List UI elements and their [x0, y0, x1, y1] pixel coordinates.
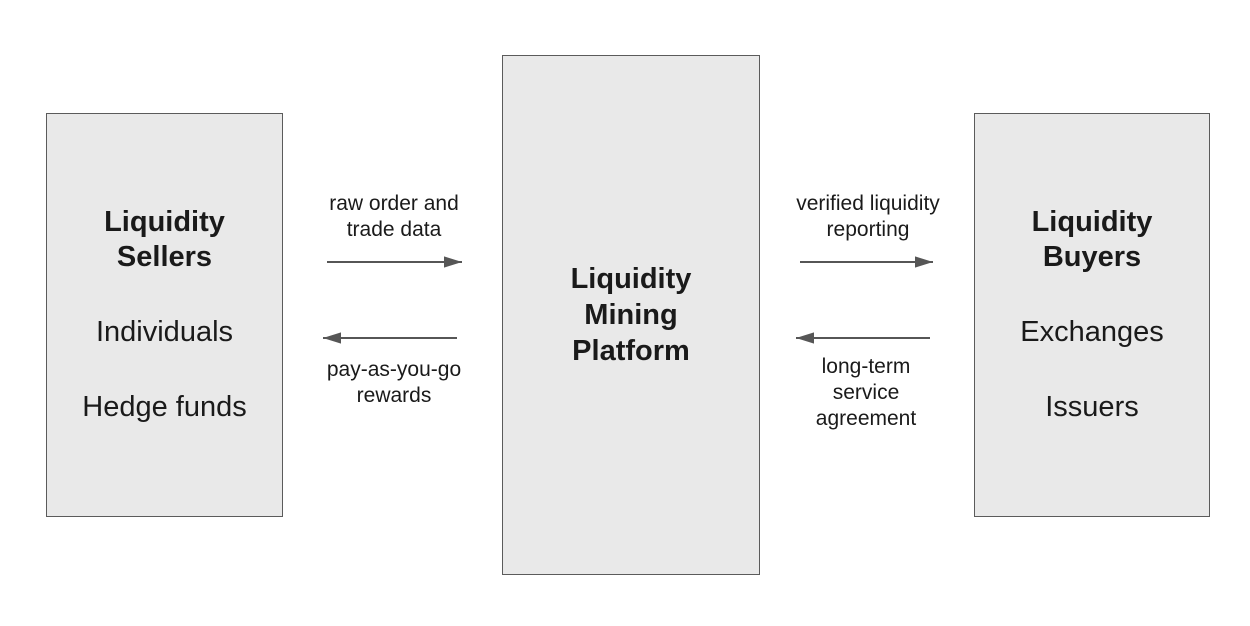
- buyers-item-issuers: Issuers: [1045, 391, 1139, 423]
- flow-label-verified-liquidity-reporting: verified liquidity reporting: [796, 192, 940, 241]
- buyers-item-exchanges: Exchanges: [1020, 316, 1164, 348]
- flow-label-long-term-service-agreement: long-term service agreement: [815, 355, 917, 430]
- liquidity-sellers-box: Liquidity Sellers Individuals Hedge fund…: [46, 113, 283, 517]
- sellers-item-individuals: Individuals: [95, 316, 234, 348]
- liquidity-buyers-box: Liquidity Buyers Exchanges Issuers: [974, 113, 1210, 517]
- platform-box-title: Liquidity Mining Platform: [570, 263, 692, 367]
- flow-label-raw-order-and-trade-data: raw order and trade data: [329, 192, 459, 241]
- sellers-item-hedge-funds: Hedge funds: [82, 391, 247, 423]
- liquidity-mining-platform-box: Liquidity Mining Platform: [502, 55, 760, 575]
- flow-label-pay-as-you-go-rewards: pay-as-you-go rewards: [326, 358, 462, 407]
- sellers-box-title: Liquidity Sellers: [104, 206, 225, 273]
- buyers-box-title: Liquidity Buyers: [1031, 206, 1153, 273]
